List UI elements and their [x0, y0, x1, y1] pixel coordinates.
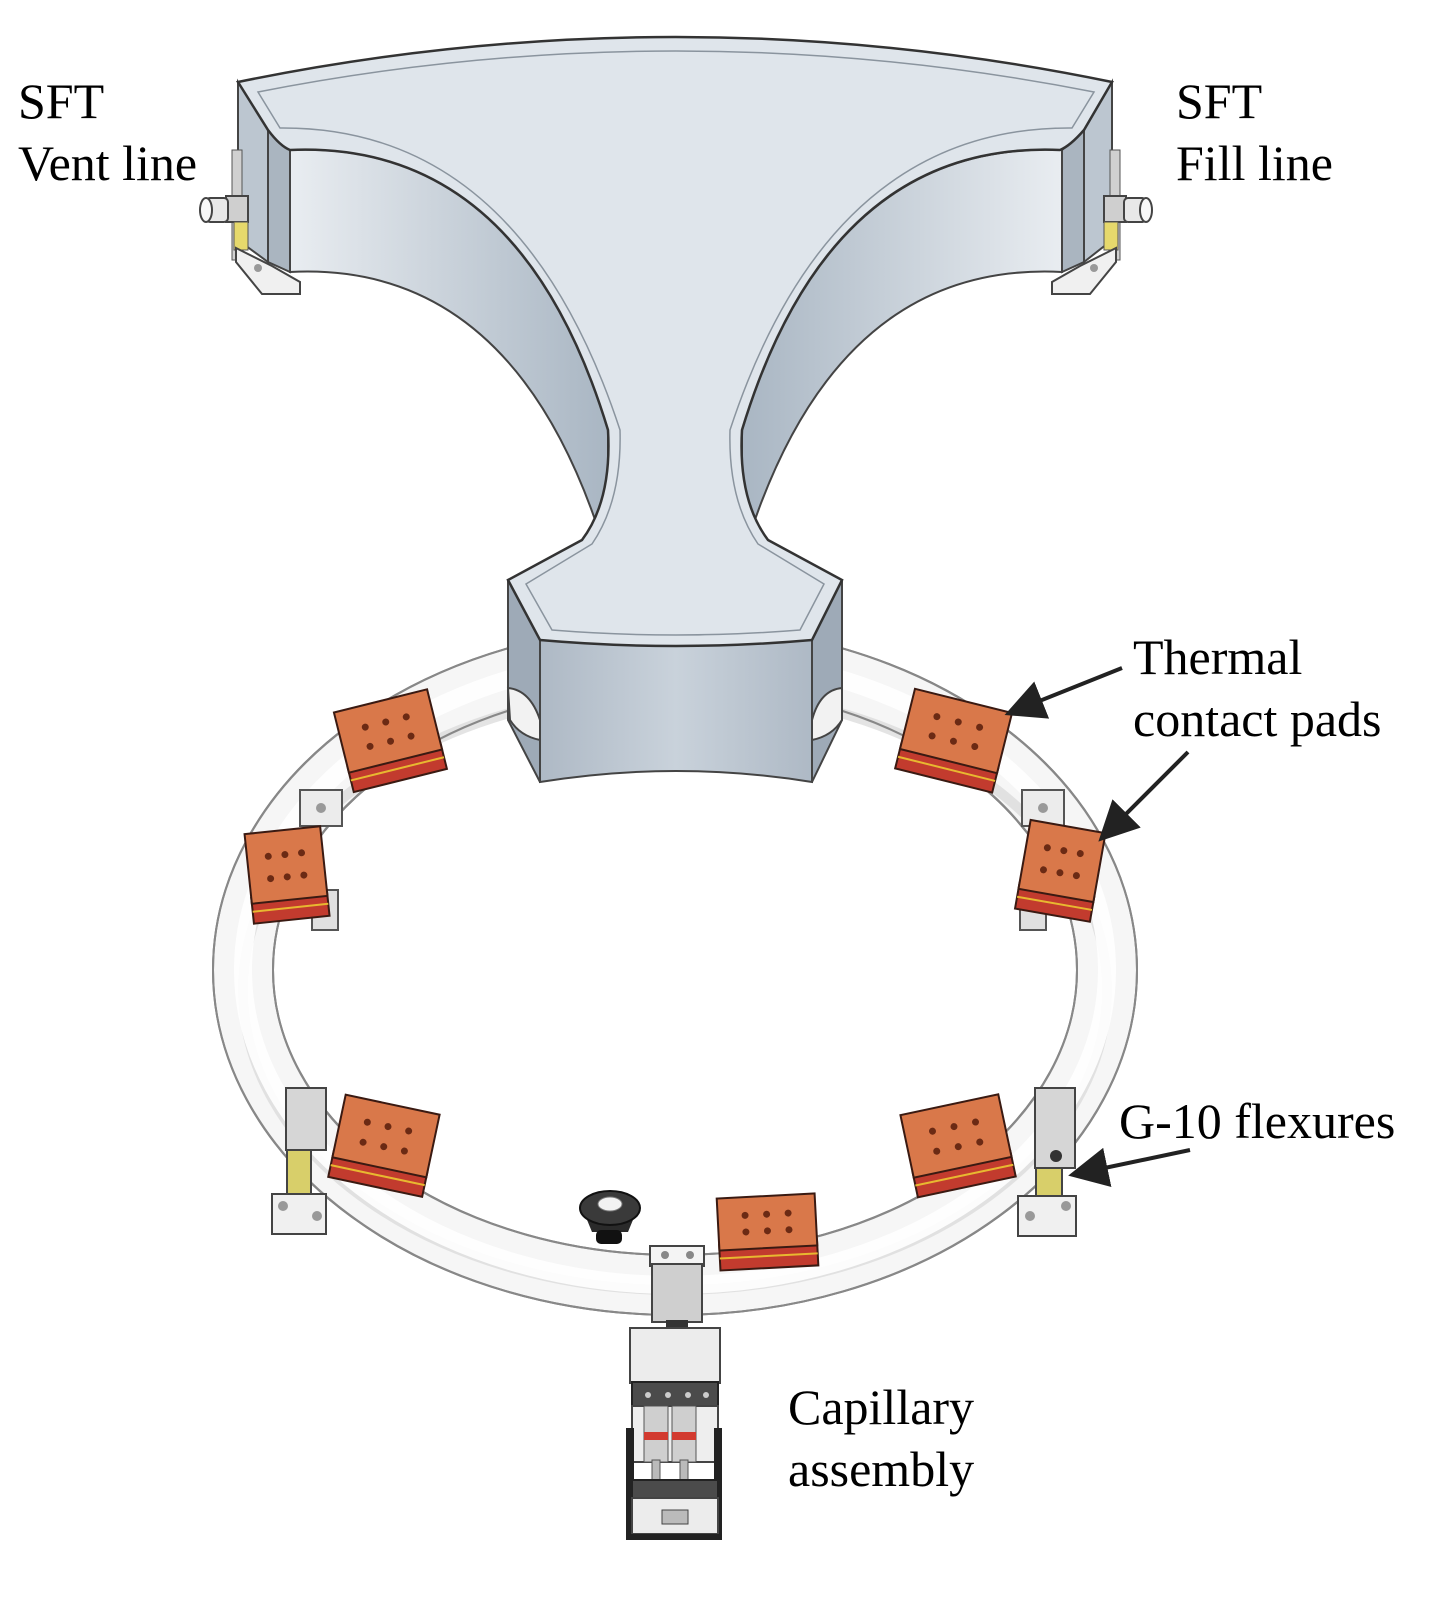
- label-sft-fill-line: SFT Fill line: [1176, 70, 1333, 194]
- vent-fitting: [199, 149, 301, 295]
- arrow-thermal-1: [1004, 666, 1123, 719]
- ring-clamp-upper-left: [299, 789, 343, 827]
- flexure-right: [1017, 1087, 1077, 1237]
- label-fill-line1: SFT: [1176, 73, 1263, 129]
- ring-knob: [579, 1190, 641, 1244]
- pad-left: [243, 825, 331, 925]
- label-sft-vent-line: SFT Vent line: [18, 70, 197, 194]
- label-thermal-line1: Thermal: [1133, 629, 1303, 685]
- annotation-arrows: [1004, 666, 1191, 1187]
- pad-front: [715, 1192, 820, 1272]
- pad-upper-left: [332, 688, 449, 794]
- pad-upper-right: [893, 687, 1014, 794]
- ring-clamp-upper-right: [1021, 789, 1065, 827]
- label-capillary-line1: Capillary: [788, 1379, 975, 1435]
- thermal-pads: [243, 687, 1107, 1272]
- flexure-left: [271, 1087, 327, 1235]
- sft-tank: [235, 35, 1114, 784]
- label-vent-line1: SFT: [18, 73, 105, 129]
- label-g10-flexures: G-10 flexures: [1119, 1090, 1395, 1152]
- label-vent-line2: Vent line: [18, 135, 198, 191]
- pad-lower-right: [899, 1093, 1017, 1199]
- arrow-g10: [1068, 1147, 1191, 1187]
- arrow-thermal-2: [1098, 750, 1190, 842]
- label-capillary-line2: assembly: [788, 1441, 975, 1497]
- label-thermal-contact-pads: Thermal contact pads: [1133, 626, 1382, 750]
- fill-fitting: [1051, 149, 1153, 295]
- label-capillary-assembly: Capillary assembly: [788, 1376, 974, 1500]
- pad-lower-left: [327, 1093, 441, 1199]
- label-fill-line2: Fill line: [1176, 135, 1333, 191]
- label-g10-line1: G-10 flexures: [1119, 1093, 1396, 1149]
- ring-clamps: [299, 789, 1065, 931]
- capillary-assembly: [626, 1245, 722, 1540]
- pad-right: [1013, 818, 1107, 923]
- label-thermal-line2: contact pads: [1133, 691, 1382, 747]
